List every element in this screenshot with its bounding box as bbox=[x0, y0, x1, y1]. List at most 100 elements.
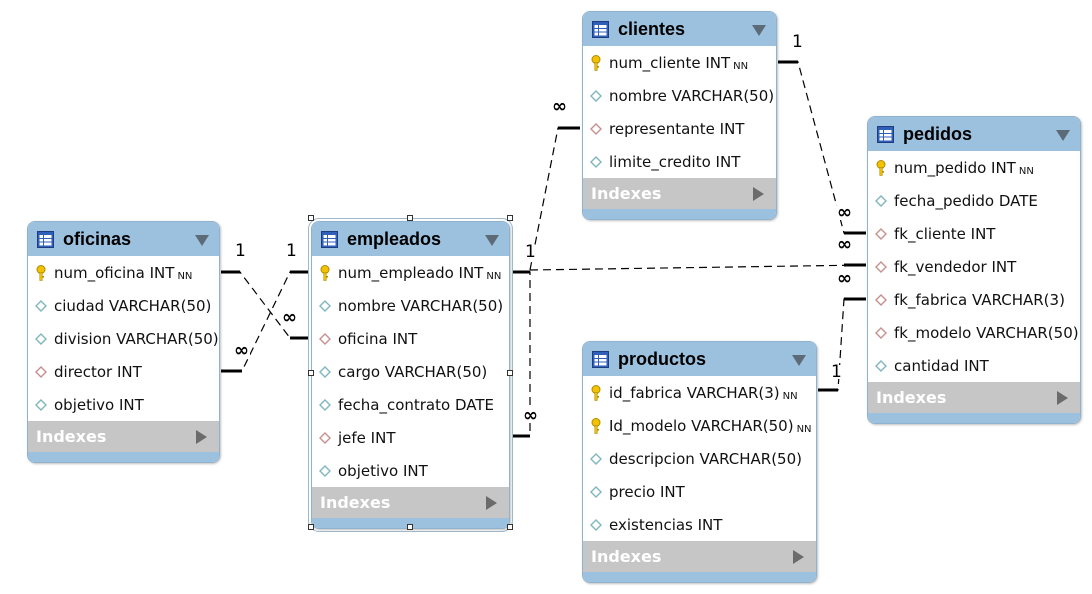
not-null-badge: NN bbox=[796, 424, 812, 435]
column-row[interactable]: fk_vendedor INT bbox=[868, 250, 1080, 283]
table-header[interactable]: clientes bbox=[583, 12, 776, 46]
column-row[interactable]: cargo VARCHAR(50) bbox=[312, 355, 509, 388]
fk-diamond-icon bbox=[868, 326, 894, 339]
column-row[interactable]: nombre VARCHAR(50) bbox=[312, 289, 509, 322]
key-icon bbox=[583, 54, 609, 71]
indexes-label: Indexes bbox=[36, 427, 107, 446]
chevron-down-icon[interactable] bbox=[792, 355, 806, 366]
chevron-down-icon[interactable] bbox=[485, 235, 499, 246]
not-null-badge: NN bbox=[486, 271, 502, 282]
column-row[interactable]: id_fabrica VARCHAR(3)NN bbox=[583, 376, 816, 409]
chevron-right-icon[interactable] bbox=[1057, 391, 1068, 405]
column-row[interactable]: fecha_contrato DATE bbox=[312, 388, 509, 421]
diamond-icon bbox=[312, 299, 338, 312]
indexes-bar[interactable]: Indexes bbox=[28, 421, 219, 452]
resize-handle[interactable] bbox=[308, 370, 314, 376]
column-row[interactable]: nombre VARCHAR(50) bbox=[583, 79, 776, 112]
table-header[interactable]: oficinas bbox=[28, 222, 219, 256]
indexes-label: Indexes bbox=[876, 388, 947, 407]
column-row[interactable]: oficina INT bbox=[312, 322, 509, 355]
column-row[interactable]: objetivo INT bbox=[312, 454, 509, 487]
key-icon bbox=[583, 417, 609, 434]
column-name: fk_modelo VARCHAR(50) bbox=[894, 323, 1079, 342]
relation-oficinas-director[interactable] bbox=[221, 270, 309, 340]
cardinality-many: ∞ bbox=[233, 340, 250, 361]
column-row[interactable]: descripcion VARCHAR(50) bbox=[583, 442, 816, 475]
column-row[interactable]: fk_cliente INT bbox=[868, 217, 1080, 250]
chevron-right-icon[interactable] bbox=[486, 496, 497, 510]
resize-handle[interactable] bbox=[407, 215, 413, 221]
fk-diamond-icon bbox=[868, 260, 894, 273]
indexes-bar[interactable]: Indexes bbox=[583, 178, 776, 209]
resize-handle[interactable] bbox=[407, 524, 413, 530]
column-row[interactable]: existencias INT bbox=[583, 508, 816, 541]
resize-handle[interactable] bbox=[507, 524, 513, 530]
key-icon bbox=[312, 264, 338, 281]
chevron-right-icon[interactable] bbox=[793, 550, 804, 564]
column-row[interactable]: cantidad INT bbox=[868, 349, 1080, 382]
relation-pedidos-vendedor[interactable] bbox=[529, 263, 867, 271]
cardinality-one: 1 bbox=[285, 241, 298, 261]
fk-diamond-icon bbox=[868, 227, 894, 240]
resize-handle[interactable] bbox=[507, 215, 513, 221]
fk-diamond-icon bbox=[583, 122, 609, 135]
column-name: id_fabrica VARCHAR(3) bbox=[609, 383, 780, 402]
table-footer bbox=[583, 209, 776, 219]
diamond-icon bbox=[312, 464, 338, 477]
table-header[interactable]: empleados bbox=[312, 222, 509, 256]
column-row[interactable]: director INT bbox=[28, 355, 219, 388]
diamond-icon bbox=[868, 359, 894, 372]
column-row[interactable]: objetivo INT bbox=[28, 388, 219, 421]
column-row[interactable]: division VARCHAR(50) bbox=[28, 322, 219, 355]
relation-clientes-representante[interactable] bbox=[529, 126, 580, 271]
indexes-bar[interactable]: Indexes bbox=[868, 382, 1080, 413]
column-row[interactable]: ciudad VARCHAR(50) bbox=[28, 289, 219, 322]
relation-pedidos-cliente[interactable] bbox=[778, 60, 866, 235]
column-row[interactable]: precio INT bbox=[583, 475, 816, 508]
indexes-bar[interactable]: Indexes bbox=[583, 541, 816, 572]
indexes-bar[interactable]: Indexes bbox=[312, 487, 509, 518]
resize-handle[interactable] bbox=[308, 215, 314, 221]
chevron-down-icon[interactable] bbox=[195, 235, 209, 246]
table-icon bbox=[37, 230, 54, 248]
column-row[interactable]: Id_modelo VARCHAR(50)NN bbox=[583, 409, 816, 442]
column-row[interactable]: fecha_pedido DATE bbox=[868, 184, 1080, 217]
chevron-right-icon[interactable] bbox=[753, 187, 764, 201]
column-name: fecha_pedido DATE bbox=[894, 191, 1038, 210]
relation-pedidos-producto[interactable] bbox=[818, 297, 866, 392]
chevron-down-icon[interactable] bbox=[752, 25, 766, 36]
cardinality-many: ∞ bbox=[836, 234, 853, 255]
column-row[interactable]: jefe INT bbox=[312, 421, 509, 454]
relation-empleados-oficina[interactable] bbox=[221, 270, 309, 373]
column-row[interactable]: fk_modelo VARCHAR(50) bbox=[868, 316, 1080, 349]
chevron-down-icon[interactable] bbox=[1056, 130, 1070, 141]
column-name: precio INT bbox=[609, 482, 685, 501]
column-row[interactable]: fk_fabrica VARCHAR(3) bbox=[868, 283, 1080, 316]
column-row[interactable]: limite_credito INT bbox=[583, 145, 776, 178]
cardinality-one: 1 bbox=[791, 32, 804, 52]
chevron-right-icon[interactable] bbox=[196, 430, 207, 444]
resize-handle[interactable] bbox=[308, 524, 314, 530]
resize-handle[interactable] bbox=[507, 370, 513, 376]
column-name: jefe INT bbox=[338, 428, 396, 447]
table-header[interactable]: productos bbox=[583, 342, 816, 376]
table-icon bbox=[877, 125, 894, 143]
column-row[interactable]: representante INT bbox=[583, 112, 776, 145]
table-header[interactable]: pedidos bbox=[868, 117, 1080, 151]
column-name: Id_modelo VARCHAR(50) bbox=[609, 416, 794, 435]
cardinality-many: ∞ bbox=[836, 268, 853, 289]
relation-empleados-jefe[interactable] bbox=[512, 270, 531, 438]
indexes-label: Indexes bbox=[591, 184, 662, 203]
